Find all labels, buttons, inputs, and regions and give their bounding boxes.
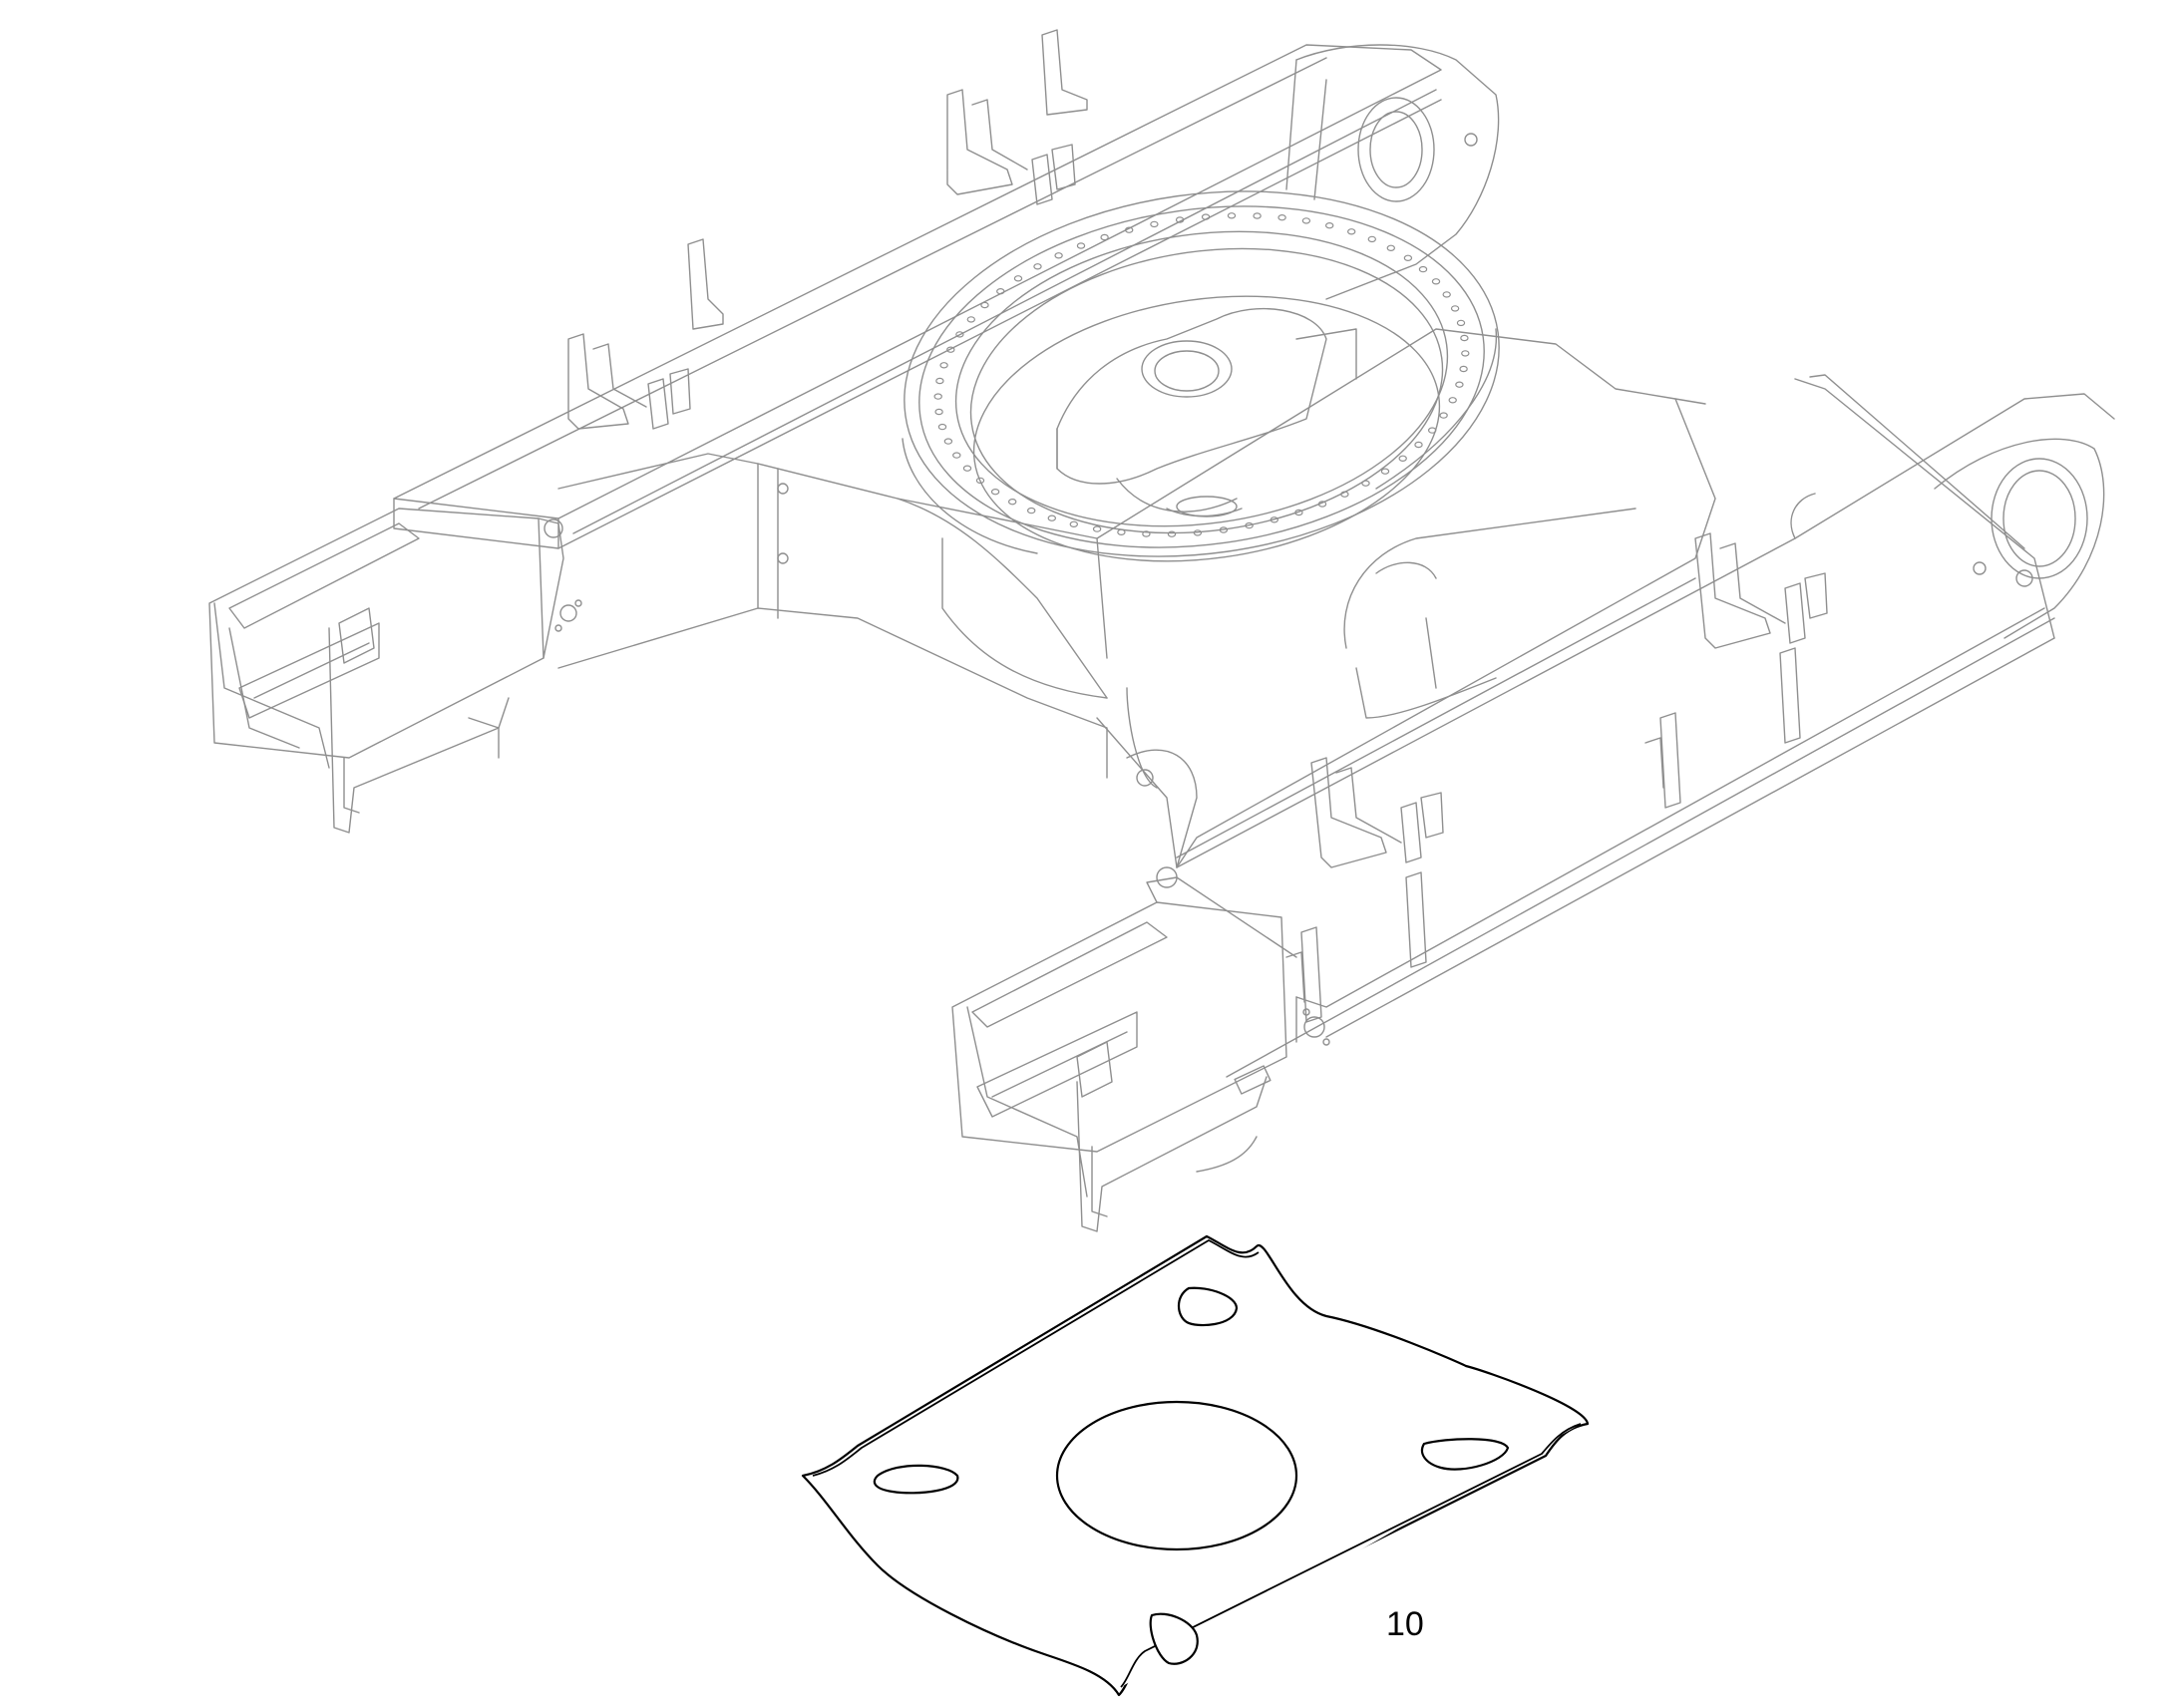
bolt-hole	[1418, 265, 1428, 273]
left-front-guide	[208, 508, 582, 834]
part-number-label: 10	[1386, 1605, 1424, 1643]
bolt-hole	[935, 377, 944, 385]
bolt-hole	[1142, 530, 1151, 537]
bolt-hole	[1442, 291, 1451, 298]
bolt-hole	[1076, 242, 1086, 249]
bolt-hole	[1124, 226, 1134, 233]
bolt-hole	[955, 331, 964, 338]
plate-slot-left	[873, 1464, 959, 1495]
bolt-hole	[1219, 526, 1229, 533]
bracket-10	[1285, 926, 1322, 1023]
bolt-hole	[1301, 217, 1311, 224]
bolt-hole	[1008, 499, 1017, 506]
bracket-7	[1310, 757, 1444, 868]
bolt-hole	[1175, 216, 1185, 223]
bolt-hole	[1414, 441, 1423, 449]
bolt-hole	[1069, 520, 1079, 528]
bolt-hole	[943, 438, 953, 445]
bolt-hole	[980, 301, 989, 309]
bolt-hole	[1346, 228, 1356, 235]
bolt-hole	[1403, 254, 1413, 261]
bolt-hole	[1150, 220, 1159, 228]
plate-center-hole	[1055, 1400, 1298, 1551]
bolt-hole	[962, 465, 972, 472]
bolt-hole	[1167, 530, 1177, 537]
plate-slot-right	[1420, 1438, 1510, 1471]
bolt-hole	[1253, 212, 1262, 219]
left-track-frame	[393, 44, 1500, 549]
bolt-hole	[1054, 252, 1063, 259]
bolt-hole	[1324, 221, 1334, 229]
bolt-hole	[1317, 501, 1327, 508]
bolt-hole	[1277, 213, 1286, 221]
right-front-guide	[951, 866, 1330, 1232]
bolt-hole	[1193, 529, 1203, 536]
plate-part-10	[801, 1234, 1590, 1697]
bolt-hole	[937, 423, 947, 431]
bracket-6	[1779, 647, 1801, 744]
plate-inner-edge	[812, 1239, 1582, 1688]
bolt-hole	[1459, 365, 1468, 373]
bracket-4	[687, 238, 724, 330]
swing-circle	[902, 190, 1500, 562]
bolt-hole	[1460, 334, 1469, 342]
bolt-holes	[933, 212, 1470, 537]
bolt-hole	[1026, 507, 1036, 514]
bolt-hole	[975, 477, 985, 485]
bolt-hole	[1361, 480, 1370, 487]
bolt-hole	[952, 452, 961, 459]
bracket-3	[567, 333, 691, 430]
bolt-hole	[966, 316, 976, 323]
bolt-hole	[1047, 514, 1057, 521]
bolt-hole	[939, 362, 948, 369]
bolt-hole	[1450, 305, 1460, 312]
bolt-hole	[1461, 350, 1470, 357]
bolt-hole	[934, 408, 943, 416]
bolt-hole	[1270, 516, 1279, 523]
bolt-hole	[1398, 455, 1407, 462]
bracket-1	[946, 89, 1076, 205]
bolt-hole	[1033, 263, 1042, 270]
bracket-2	[1041, 29, 1088, 116]
bolt-hole	[1092, 525, 1102, 532]
bracket-5	[1694, 532, 1828, 649]
right-track-frame	[1176, 374, 2115, 1078]
undercarriage-frame	[208, 29, 2115, 1232]
bolt-hole	[1367, 235, 1377, 243]
bolt-hole	[1439, 412, 1448, 419]
bracket-9	[1644, 712, 1681, 809]
bolt-hole	[1013, 275, 1023, 282]
bolt-hole	[1431, 278, 1441, 285]
bolt-hole	[1448, 397, 1457, 404]
bolt-hole	[996, 288, 1005, 295]
plate-slot-bottom	[1149, 1612, 1199, 1665]
bracket-8	[1405, 871, 1427, 968]
bolt-hole	[1245, 521, 1254, 529]
bolt-hole	[1117, 528, 1126, 536]
bolt-hole	[1455, 381, 1464, 388]
bolt-hole	[1456, 319, 1466, 327]
bolt-hole	[946, 346, 955, 353]
bolt-hole	[1340, 491, 1349, 498]
bolt-hole	[1201, 213, 1211, 220]
bolt-hole	[1100, 233, 1109, 241]
plate-slot-top	[1177, 1286, 1239, 1327]
bolt-hole	[1227, 212, 1237, 219]
bolt-hole	[990, 489, 1000, 496]
bolt-hole	[1294, 509, 1303, 516]
bolt-hole	[1386, 244, 1396, 251]
bolt-hole	[933, 393, 942, 400]
bolt-hole	[1380, 468, 1390, 475]
center-car-body	[557, 328, 1716, 868]
bolt-hole	[1427, 427, 1437, 434]
